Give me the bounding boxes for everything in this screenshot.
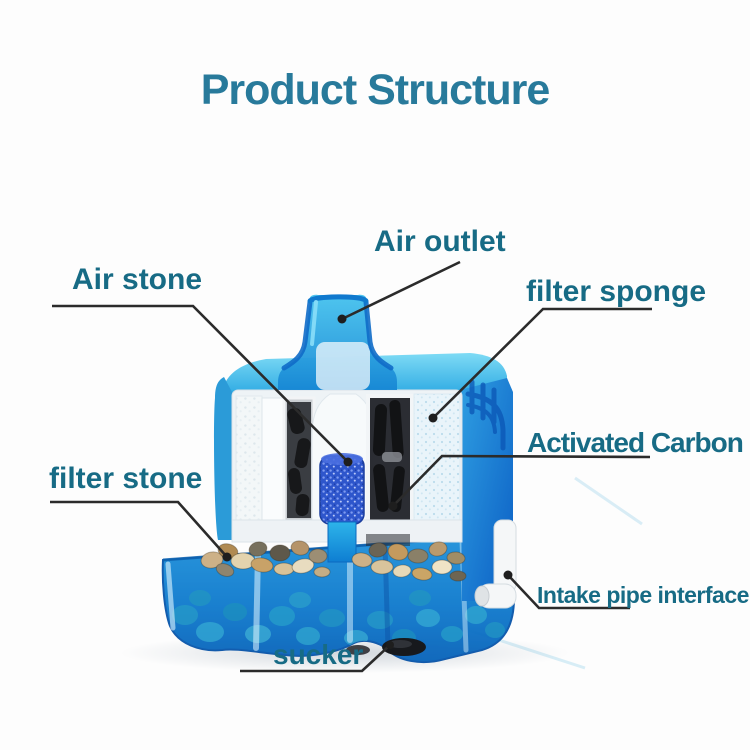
label-air-outlet: Air outlet xyxy=(374,225,506,258)
activated-carbon-rods-right xyxy=(372,399,405,513)
label-sucker: sucker xyxy=(273,639,364,670)
leader-air-outlet xyxy=(337,260,461,324)
label-filter-stone: filter stone xyxy=(49,462,203,495)
frame-post xyxy=(261,397,285,537)
leader-activated-carbon xyxy=(388,454,651,511)
leader-sucker xyxy=(240,641,394,673)
air-stone-graphic xyxy=(319,453,365,563)
leader-lines xyxy=(50,260,652,673)
page-title: Product Structure xyxy=(200,66,551,114)
leader-filter-stone xyxy=(50,500,232,562)
label-intake-pipe-interface: Intake pipe interface xyxy=(537,582,749,608)
cutaway-interior xyxy=(231,389,463,563)
carbon-basket-left xyxy=(282,396,316,524)
air-outlet-tube xyxy=(278,294,397,390)
body-left-face xyxy=(214,377,232,540)
body-corner-seams xyxy=(465,379,506,451)
intake-pipe xyxy=(474,519,517,609)
leader-filter-sponge xyxy=(428,307,652,423)
air-stone-stem xyxy=(327,521,357,563)
leader-intake-pipe xyxy=(503,570,630,610)
label-activated-carbon: Activated Carbon xyxy=(527,427,744,458)
leader-air-stone xyxy=(52,304,353,467)
label-air-stone: Air stone xyxy=(72,263,203,296)
filter-wool xyxy=(235,395,263,537)
label-filter-sponge: filter sponge xyxy=(526,275,707,308)
